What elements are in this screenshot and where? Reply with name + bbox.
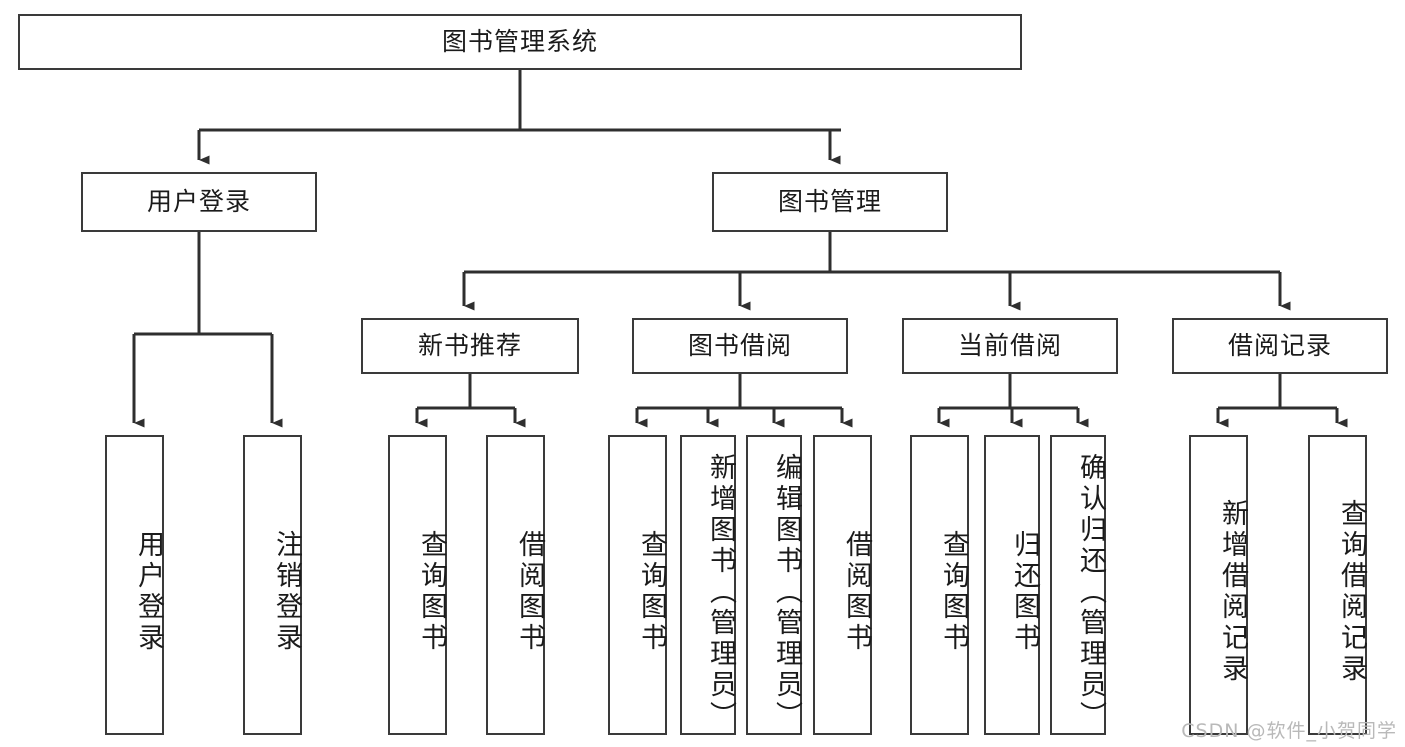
leaf-query-borrow-record[interactable]: 查询借阅记录 (1308, 435, 1367, 735)
node-label: 用户登录 (133, 530, 164, 654)
node-label: 图书管理系统 (441, 27, 598, 57)
leaf-borrow-books-recommend[interactable]: 借阅图书 (486, 435, 545, 735)
leaf-confirm-return-admin[interactable]: 确认归还（管理员） (1050, 435, 1106, 735)
leaf-add-book-admin[interactable]: 新增图书（管理员） (680, 435, 736, 735)
leaf-query-books-recommend[interactable]: 查询图书 (388, 435, 447, 735)
node-label: 图书借阅 (687, 331, 792, 361)
node-label: 查询图书 (636, 530, 667, 654)
node-book-borrow[interactable]: 图书借阅 (632, 318, 848, 374)
node-borrow-records[interactable]: 借阅记录 (1172, 318, 1388, 374)
node-label: 新增图书（管理员） (705, 452, 736, 732)
node-label: 当前借阅 (957, 331, 1062, 361)
leaf-edit-book-admin[interactable]: 编辑图书（管理员） (746, 435, 802, 735)
node-label: 新书推荐 (417, 331, 522, 361)
node-label: 确认归还（管理员） (1075, 452, 1106, 732)
leaf-query-books-borrow[interactable]: 查询图书 (608, 435, 667, 735)
node-label: 借阅图书 (841, 530, 872, 654)
node-book-management[interactable]: 图书管理 (712, 172, 948, 232)
node-label: 用户登录 (146, 187, 251, 217)
leaf-query-books-current[interactable]: 查询图书 (910, 435, 969, 735)
node-label: 注销登录 (271, 530, 302, 654)
node-label: 借阅图书 (514, 530, 545, 654)
leaf-borrow-books[interactable]: 借阅图书 (813, 435, 872, 735)
leaf-user-login[interactable]: 用户登录 (105, 435, 164, 735)
node-label: 查询图书 (416, 530, 447, 654)
node-label: 图书管理 (777, 187, 882, 217)
node-current-borrow[interactable]: 当前借阅 (902, 318, 1118, 374)
node-new-book-recommend[interactable]: 新书推荐 (361, 318, 579, 374)
node-label: 新增借阅记录 (1217, 499, 1248, 685)
node-label: 归还图书 (1009, 530, 1040, 654)
leaf-add-borrow-record[interactable]: 新增借阅记录 (1189, 435, 1248, 735)
node-label: 查询借阅记录 (1336, 499, 1367, 685)
csdn-watermark: CSDN @软件_小贺同学 (1181, 720, 1397, 742)
node-label: 编辑图书（管理员） (771, 452, 802, 732)
node-user-login[interactable]: 用户登录 (81, 172, 317, 232)
node-label: 借阅记录 (1227, 331, 1332, 361)
leaf-return-books[interactable]: 归还图书 (984, 435, 1040, 735)
node-label: 查询图书 (938, 530, 969, 654)
node-root-system[interactable]: 图书管理系统 (18, 14, 1022, 70)
leaf-logout[interactable]: 注销登录 (243, 435, 302, 735)
